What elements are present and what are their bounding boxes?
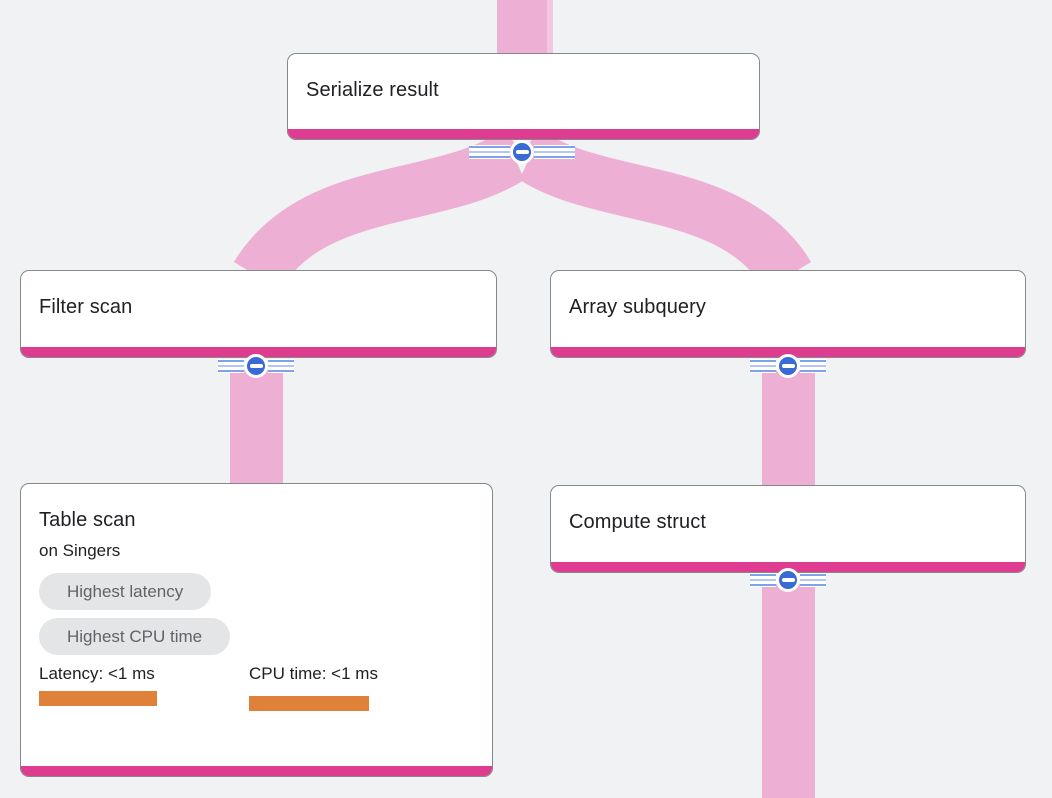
flow-stripe — [469, 145, 510, 159]
node-accent-bar — [288, 129, 759, 139]
flow-stripe — [800, 573, 826, 587]
metrics-row: Latency: <1 ms CPU time: <1 ms — [21, 655, 492, 711]
flow-stripe — [268, 359, 294, 373]
metric-latency-bar — [39, 691, 157, 706]
flow-link-serialize-to-array — [507, 127, 812, 292]
node-accent-bar — [551, 562, 1025, 572]
minus-icon — [776, 354, 800, 378]
metric-latency: Latency: <1 ms — [39, 664, 249, 711]
node-filter-scan[interactable]: Filter scan — [20, 270, 497, 358]
metric-cpu-time: CPU time: <1 ms — [249, 664, 459, 711]
node-title: Serialize result — [306, 79, 439, 101]
flow-link-incoming — [497, 0, 547, 56]
flow-stripe — [534, 145, 575, 159]
collapse-button-compute-struct[interactable] — [750, 568, 826, 592]
minus-icon — [510, 140, 534, 164]
flow-link-serialize-to-filter — [233, 127, 537, 292]
node-accent-bar — [21, 766, 492, 776]
node-title: Table scan — [39, 509, 136, 531]
collapse-button-array-subquery[interactable] — [750, 354, 826, 378]
node-serialize-result[interactable]: Serialize result — [287, 53, 760, 140]
node-accent-bar — [551, 347, 1025, 357]
node-table-scan[interactable]: Table scan on Singers Highest latency Hi… — [20, 483, 493, 777]
metric-cpu-time-bar — [249, 696, 369, 711]
node-subtitle: on Singers — [39, 541, 121, 560]
chip-highest-cpu-time: Highest CPU time — [39, 618, 231, 655]
collapse-button-filter-scan[interactable] — [218, 354, 294, 378]
flow-stripe — [750, 359, 776, 373]
badge-stack: Highest latency Highest CPU time — [21, 561, 492, 655]
metric-label: CPU time: <1 ms — [249, 664, 378, 683]
flow-stripe — [800, 359, 826, 373]
node-array-subquery[interactable]: Array subquery — [550, 270, 1026, 358]
minus-icon — [776, 568, 800, 592]
node-title: Compute struct — [569, 511, 707, 533]
flow-link-compute-outgoing — [762, 584, 815, 798]
flow-link-array-to-compute — [762, 370, 815, 490]
node-compute-struct[interactable]: Compute struct — [550, 485, 1026, 573]
node-title: Filter scan — [39, 296, 133, 318]
node-accent-bar — [21, 347, 496, 357]
metric-label: Latency: <1 ms — [39, 664, 155, 683]
node-title: Array subquery — [569, 296, 707, 318]
minus-icon — [244, 354, 268, 378]
collapse-button-serialize-result[interactable] — [469, 140, 575, 164]
chip-highest-latency: Highest latency — [39, 573, 212, 610]
flow-stripe — [750, 573, 776, 587]
flow-link-incoming-light — [547, 0, 553, 56]
flow-link-filter-to-table — [230, 370, 283, 487]
flow-stripe — [218, 359, 244, 373]
